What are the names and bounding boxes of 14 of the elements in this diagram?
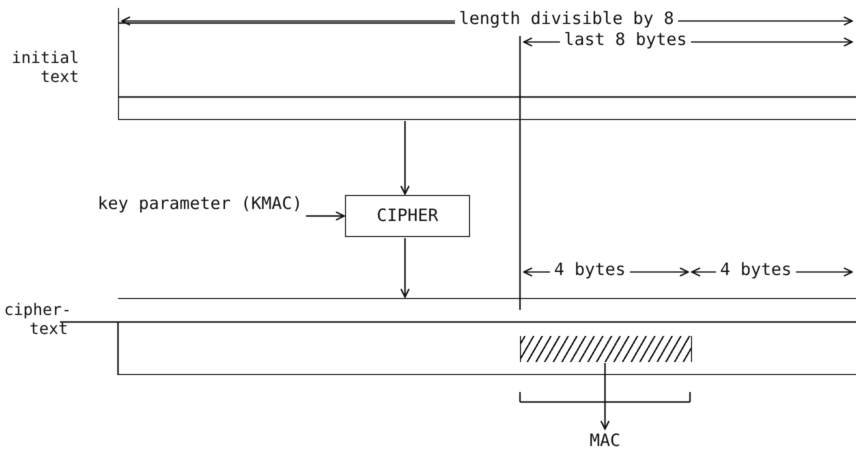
text-note: key parameter (KMAC) [95, 183, 305, 225]
text-band [118, 298, 856, 375]
dimension-label: 4 bytes [550, 261, 630, 280]
arrow [400, 238, 410, 298]
arrow [400, 121, 410, 195]
text-note: MAC [585, 430, 625, 452]
dimension-label: length divisible by 8 [455, 10, 678, 29]
cipher-box: CIPHER [345, 195, 470, 237]
band-label: cipher-text [4, 300, 68, 338]
arrow [306, 211, 345, 221]
dimension-label: 4 bytes [716, 261, 796, 280]
band-label: initial text [10, 48, 79, 86]
arrow [600, 363, 610, 430]
dimension-label: last 8 bytes [560, 31, 691, 50]
